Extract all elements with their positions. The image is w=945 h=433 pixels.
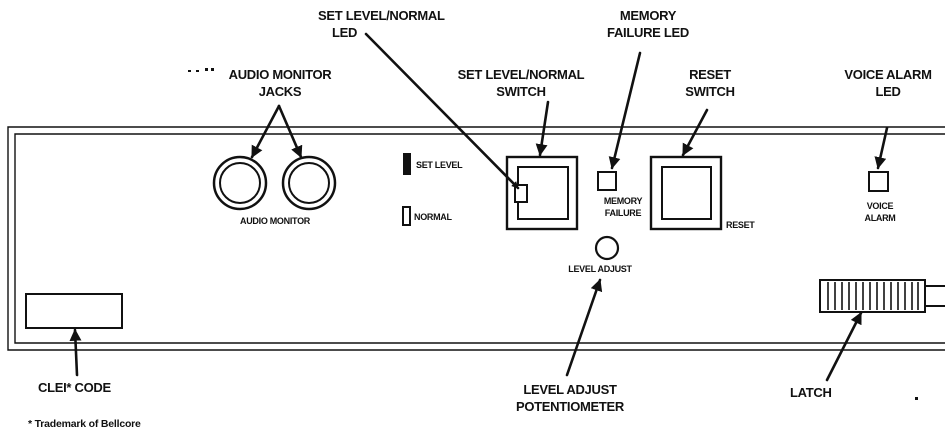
panel-label-voice-alarm-l1: VOICE [867, 201, 894, 211]
clei-code-label [25, 293, 123, 329]
set-level-indicator-led [403, 153, 411, 175]
callout-audio-monitor-jacks-l2: JACKS [259, 84, 302, 99]
panel-label-normal: NORMAL [414, 212, 452, 222]
callout-reset-switch-l1: RESET [689, 67, 731, 82]
latch[interactable] [819, 279, 945, 313]
voice-alarm-led [868, 171, 889, 192]
callout-reset-switch-l2: SWITCH [685, 84, 734, 99]
callout-set-level-normal-switch-l1: SET LEVEL/NORMAL [458, 67, 585, 82]
callout-voice-alarm-led-l1: VOICE ALARM [844, 67, 931, 82]
leader-lines [69, 32, 889, 382]
reset-switch[interactable] [649, 155, 723, 231]
callout-level-adjust-potentiometer-l1: LEVEL ADJUST [523, 382, 617, 397]
audio-monitor-jack-left[interactable] [212, 155, 268, 211]
faceplate [7, 126, 945, 351]
memory-failure-led [597, 171, 617, 191]
callout-memory-failure-led-l1: MEMORY [620, 8, 677, 23]
audio-monitor-jack-right[interactable] [281, 155, 337, 211]
panel-label-memory-failure-l2: FAILURE [605, 208, 642, 218]
normal-indicator-led [402, 206, 411, 226]
callout-audio-monitor-jacks-l1: AUDIO MONITOR [229, 67, 333, 82]
callout-set-level-normal-led-l1: SET LEVEL/NORMAL [318, 8, 445, 23]
level-adjust-potentiometer[interactable] [594, 235, 620, 261]
panel-label-reset: RESET [726, 220, 755, 230]
footnote-trademark: * Trademark of Bellcore [28, 418, 141, 430]
panel-label-memory-failure-l1: MEMORY [604, 196, 643, 206]
panel-label-level-adjust: LEVEL ADJUST [568, 264, 632, 274]
callout-latch: LATCH [790, 385, 832, 400]
panel-label-audio-monitor: AUDIO MONITOR [240, 216, 311, 226]
callout-set-level-normal-led-l2: LED [332, 25, 357, 40]
callout-set-level-normal-switch-l2: SWITCH [496, 84, 545, 99]
callout-memory-failure-led-l2: FAILURE LED [607, 25, 689, 40]
callout-voice-alarm-led-l2: LED [875, 84, 900, 99]
callout-level-adjust-potentiometer-l2: POTENTIOMETER [516, 399, 625, 414]
panel-label-voice-alarm-l2: ALARM [865, 213, 896, 223]
callout-clei-code: CLEI* CODE [38, 380, 111, 395]
panel-label-set-level: SET LEVEL [416, 160, 463, 170]
scan-specks [188, 68, 918, 400]
